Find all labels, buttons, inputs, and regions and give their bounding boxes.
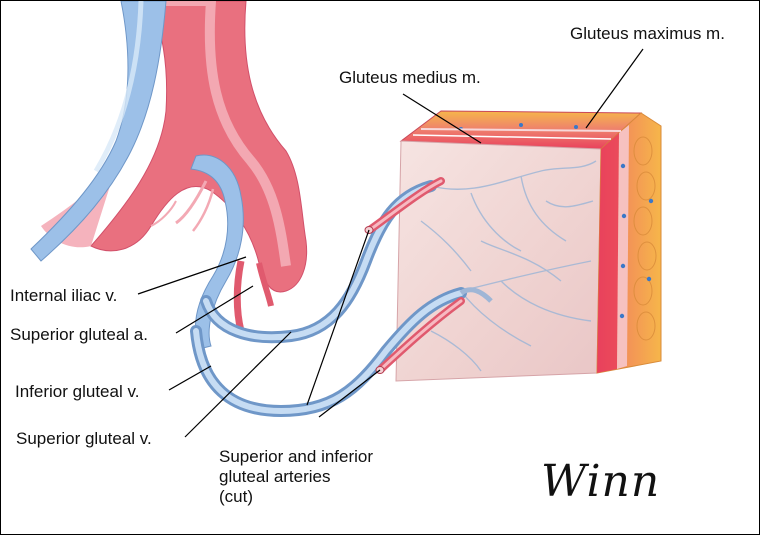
muscle-block xyxy=(395,110,662,382)
label-gluteal-arteries: Superior and inferior gluteal arteries (… xyxy=(219,447,419,507)
leader-arteries-superior xyxy=(306,229,370,406)
pelvic-branches xyxy=(150,180,274,332)
vessel-network xyxy=(420,160,597,372)
leader-superior-gluteal-v xyxy=(184,331,292,438)
leader-gluteus-medius xyxy=(402,93,482,144)
leader-inferior-gluteal-v xyxy=(168,365,212,391)
internal-iliac-artery-shape xyxy=(41,1,308,293)
label-inferior-gluteal-v: Inferior gluteal v. xyxy=(15,382,140,401)
label-gluteus-maximus: Gluteus maximus m. xyxy=(570,24,725,43)
label-gluteal-arteries-line2: gluteal arteries xyxy=(219,467,331,486)
label-gluteal-arteries-line3: (cut) xyxy=(219,487,253,506)
leader-superior-gluteal-a xyxy=(175,285,254,334)
label-superior-gluteal-v: Superior gluteal v. xyxy=(16,429,152,448)
superior-gluteal-vessels xyxy=(200,177,445,344)
label-gluteus-medius: Gluteus medius m. xyxy=(339,68,481,87)
label-superior-gluteal-a: Superior gluteal a. xyxy=(10,325,148,344)
label-gluteal-arteries-line1: Superior and inferior xyxy=(219,447,374,466)
leader-lines xyxy=(137,48,644,438)
artist-signature: Winn xyxy=(541,456,661,507)
leader-arteries-inferior xyxy=(318,369,381,418)
leader-gluteus-maximus xyxy=(585,48,644,129)
leader-internal-iliac-v xyxy=(137,256,247,295)
label-internal-iliac-v: Internal iliac v. xyxy=(10,286,118,305)
